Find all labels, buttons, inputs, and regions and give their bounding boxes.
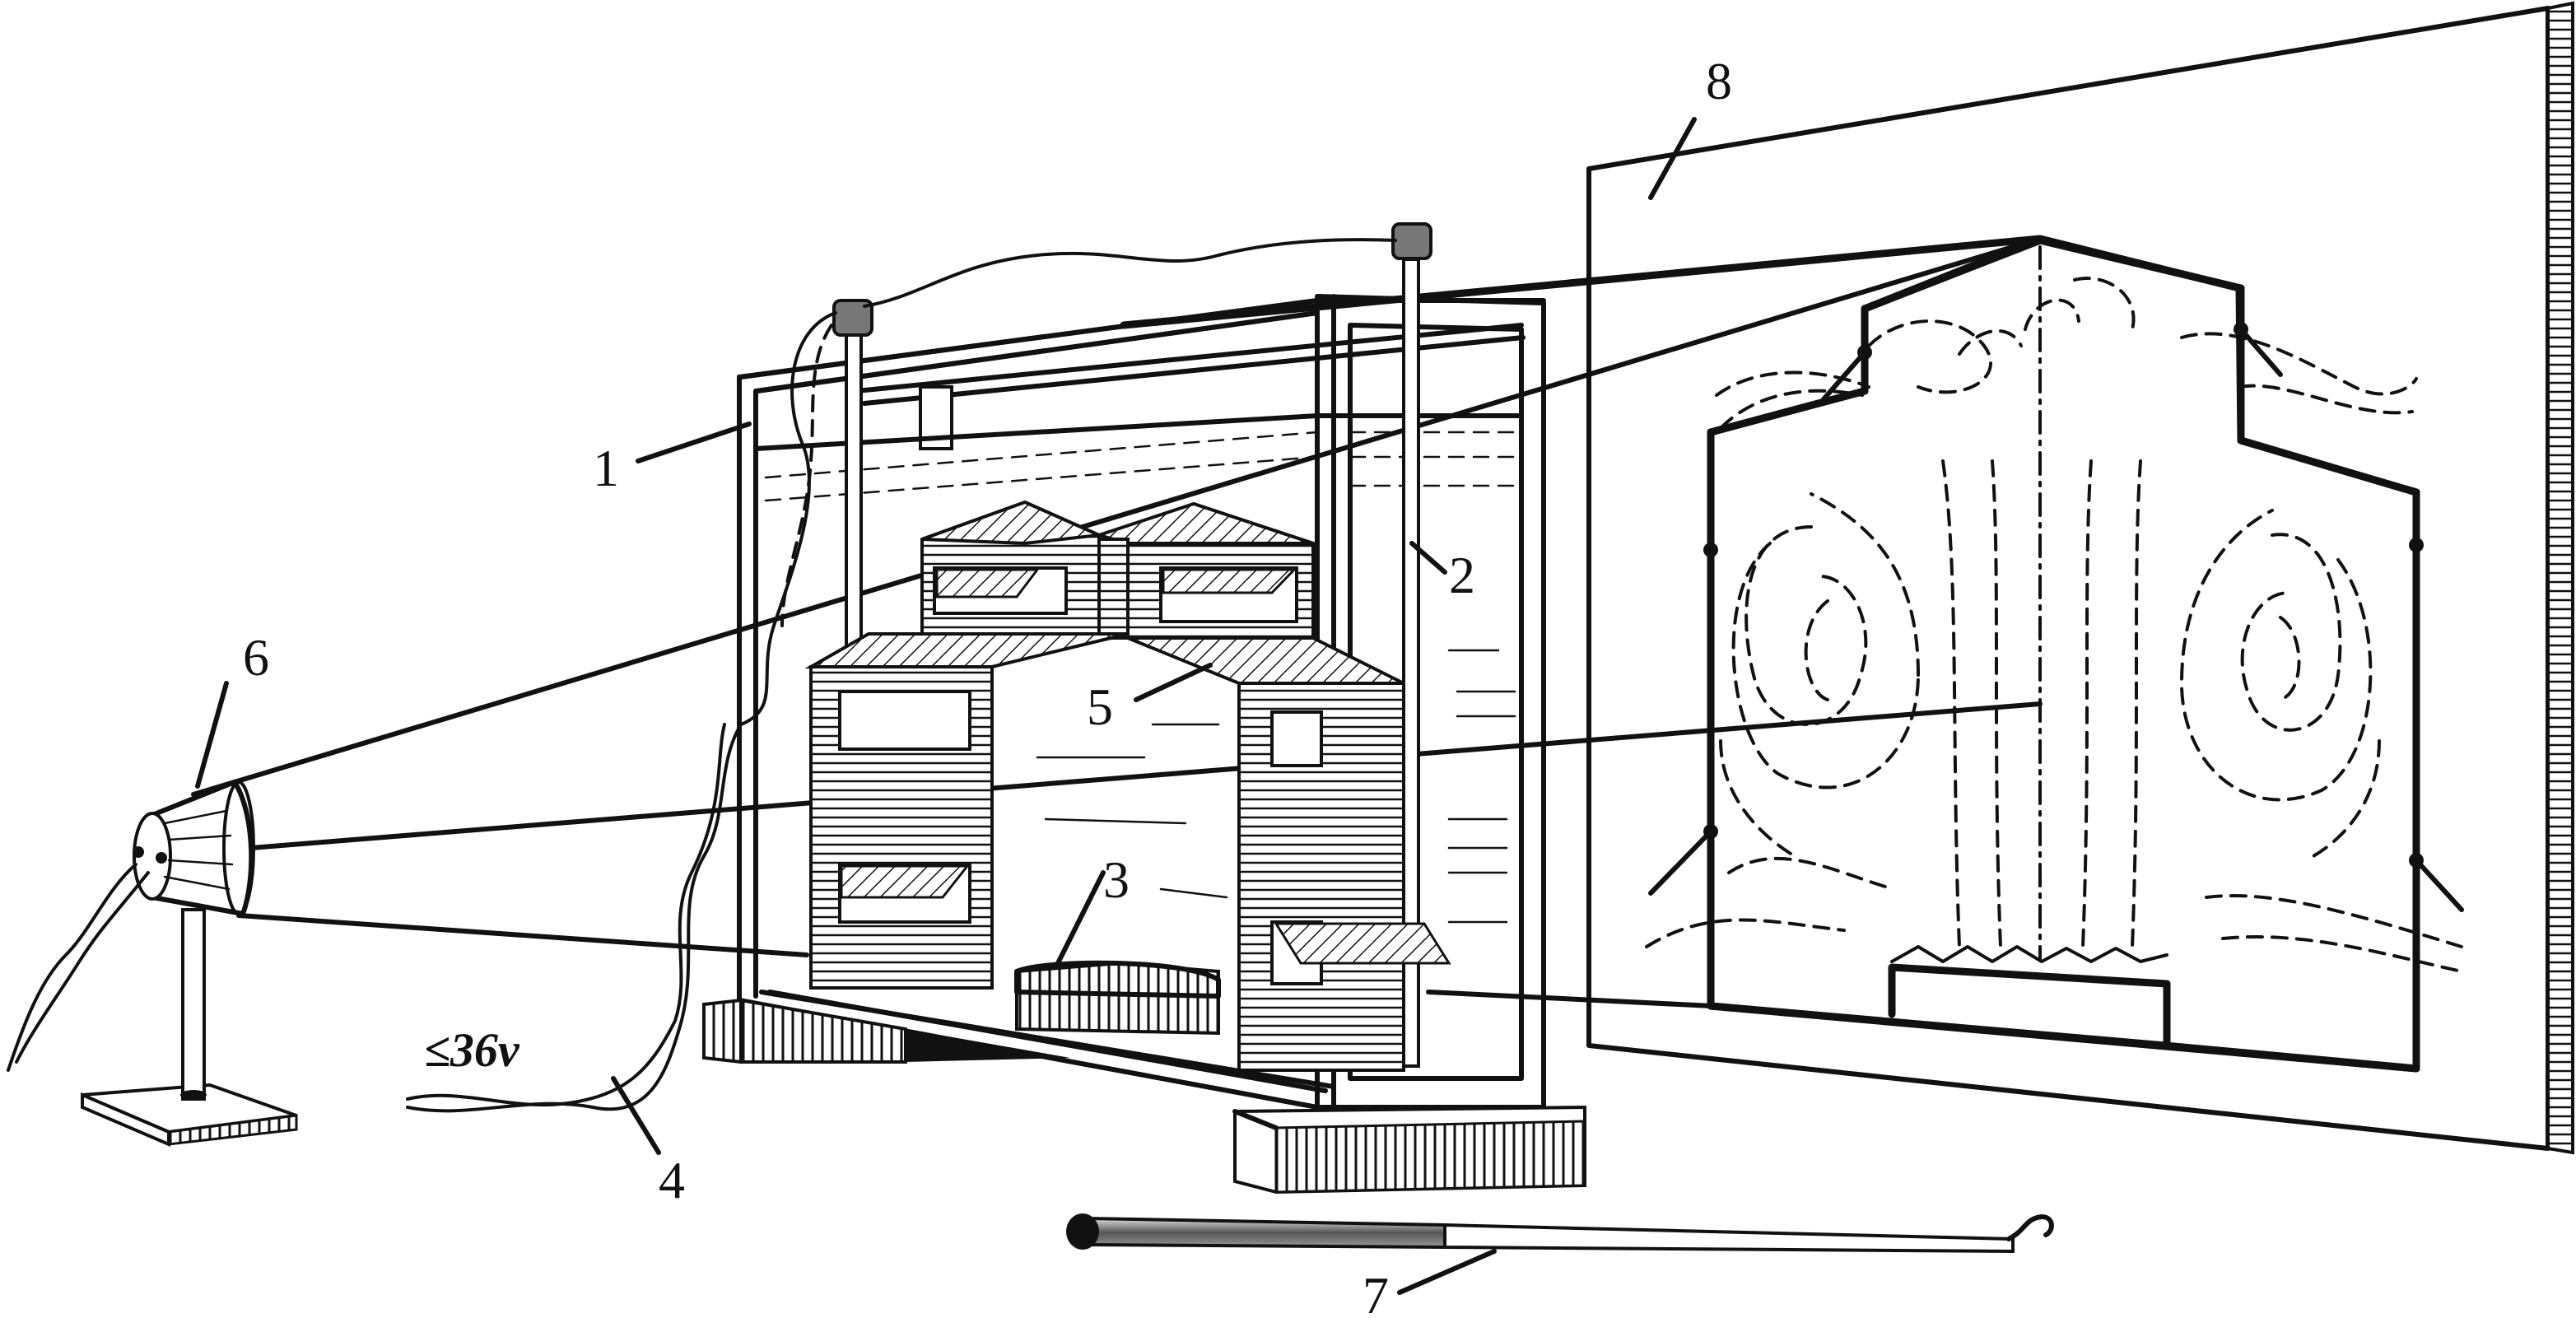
pointer-rod (1066, 1213, 2054, 1254)
label-7: 7 (1363, 1266, 1389, 1318)
building-models (804, 500, 1451, 1072)
label-4: 4 (659, 1151, 685, 1209)
voltage-label: ≤36v (424, 1023, 520, 1077)
label-3: 3 (1103, 850, 1130, 909)
label-6: 6 (243, 628, 269, 687)
label-1: 1 (593, 439, 619, 497)
lamp-light-source (7, 780, 298, 1148)
number-labels: 1 2 3 4 5 6 7 8 ≤36v (243, 52, 1732, 1318)
light-beam-lines (191, 236, 2043, 1008)
label-5: 5 (1087, 678, 1113, 736)
label-8: 8 (1706, 52, 1732, 110)
label-2: 2 (1449, 546, 1475, 604)
label-leader-lines (195, 117, 1697, 1295)
